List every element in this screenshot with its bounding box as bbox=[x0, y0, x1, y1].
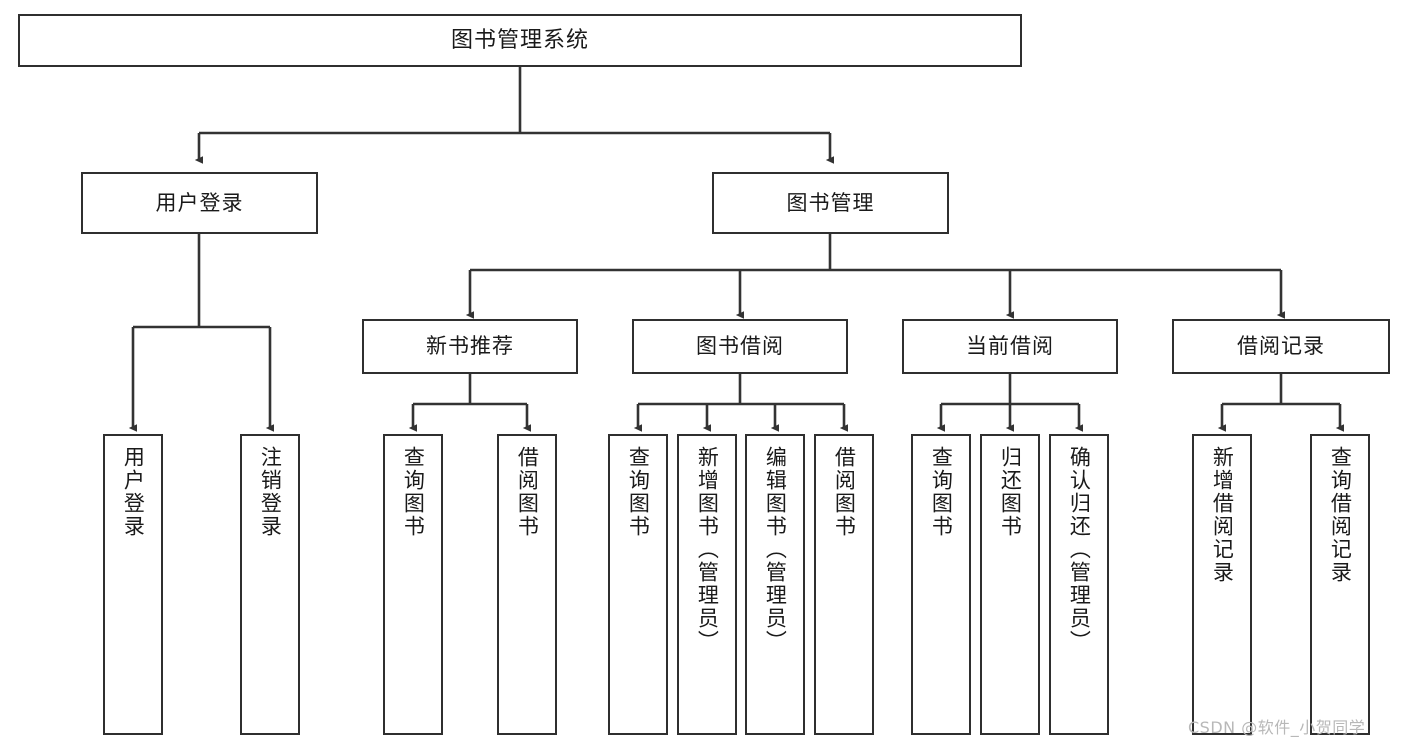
leaf-user-login-login[interactable]: 用户登录 bbox=[103, 434, 163, 735]
node-label: 用户登录 bbox=[121, 446, 146, 538]
leaf-borrow-record-add-record[interactable]: 新增借阅记录 bbox=[1192, 434, 1252, 735]
leaf-current-borrow-query-books[interactable]: 查询图书 bbox=[911, 434, 971, 735]
node-label: 注销登录 bbox=[258, 446, 283, 538]
node-label: 编辑图书（管理员） bbox=[763, 446, 788, 653]
leaf-new-book-borrow-books[interactable]: 借阅图书 bbox=[497, 434, 557, 735]
node-borrowing-record[interactable]: 借阅记录 bbox=[1172, 319, 1390, 374]
node-root-book-management-system[interactable]: 图书管理系统 bbox=[18, 14, 1022, 67]
node-label: 图书管理 bbox=[786, 190, 875, 215]
node-label: 归还图书 bbox=[998, 446, 1023, 538]
node-label: 借阅图书 bbox=[515, 446, 540, 538]
csdn-watermark: CSDN @软件_小贺同学 bbox=[1188, 718, 1366, 737]
leaf-book-borrow-query-books[interactable]: 查询图书 bbox=[608, 434, 668, 735]
node-label: 用户登录 bbox=[155, 190, 244, 215]
node-label: 新增图书（管理员） bbox=[695, 446, 720, 653]
node-book-borrowing[interactable]: 图书借阅 bbox=[632, 319, 848, 374]
node-current-borrowing[interactable]: 当前借阅 bbox=[902, 319, 1118, 374]
node-user-login[interactable]: 用户登录 bbox=[81, 172, 318, 234]
node-label: 新书推荐 bbox=[426, 334, 514, 359]
leaf-new-book-query-books[interactable]: 查询图书 bbox=[383, 434, 443, 735]
leaf-book-borrow-add-book-admin[interactable]: 新增图书（管理员） bbox=[677, 434, 737, 735]
node-label: 图书借阅 bbox=[696, 334, 784, 359]
node-label: 新增借阅记录 bbox=[1210, 446, 1235, 584]
node-label: 当前借阅 bbox=[966, 334, 1054, 359]
leaf-book-borrow-borrow-books[interactable]: 借阅图书 bbox=[814, 434, 874, 735]
node-label: 借阅记录 bbox=[1237, 334, 1325, 359]
node-label: 确认归还（管理员） bbox=[1067, 446, 1092, 653]
leaf-current-borrow-return-books[interactable]: 归还图书 bbox=[980, 434, 1040, 735]
leaf-current-borrow-confirm-return-admin[interactable]: 确认归还（管理员） bbox=[1049, 434, 1109, 735]
node-label: 查询图书 bbox=[401, 446, 426, 538]
node-label: 借阅图书 bbox=[832, 446, 857, 538]
leaf-book-borrow-edit-book-admin[interactable]: 编辑图书（管理员） bbox=[745, 434, 805, 735]
node-label: 查询借阅记录 bbox=[1328, 446, 1353, 584]
leaf-user-login-logout[interactable]: 注销登录 bbox=[240, 434, 300, 735]
node-label: 查询图书 bbox=[929, 446, 954, 538]
node-new-book-recommendation[interactable]: 新书推荐 bbox=[362, 319, 578, 374]
node-book-management[interactable]: 图书管理 bbox=[712, 172, 949, 234]
node-label: 图书管理系统 bbox=[450, 27, 589, 53]
leaf-borrow-record-query-record[interactable]: 查询借阅记录 bbox=[1310, 434, 1370, 735]
node-label: 查询图书 bbox=[626, 446, 651, 538]
